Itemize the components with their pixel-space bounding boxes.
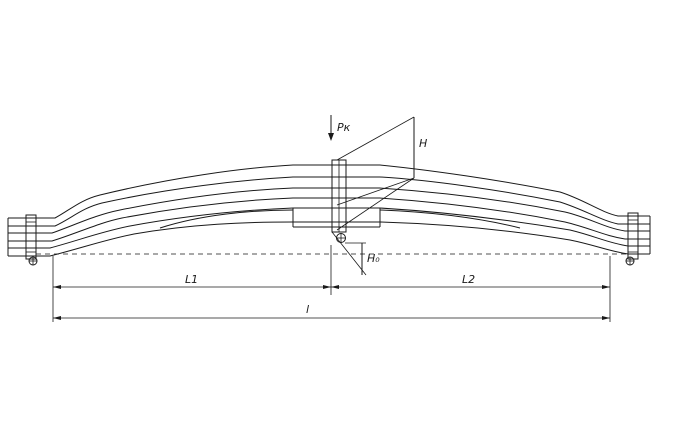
height-small-construction: H₀ bbox=[331, 231, 380, 276]
length-total-label: l bbox=[306, 303, 309, 316]
length-left-label: L1 bbox=[185, 273, 198, 286]
height-small-label: H₀ bbox=[367, 252, 380, 265]
left-end-clamp bbox=[7, 214, 38, 266]
load-arrow: Pк bbox=[328, 115, 351, 141]
main-leaf-top-edge bbox=[8, 164, 650, 219]
center-clamp bbox=[331, 159, 347, 243]
right-end-clamp bbox=[625, 212, 651, 266]
main-leaf-bottom-edge bbox=[8, 176, 650, 227]
dimension-l1-l2: L1 L2 bbox=[53, 273, 610, 289]
dimension-total: l bbox=[53, 303, 610, 320]
spring-leaves bbox=[8, 164, 650, 257]
height-label: H bbox=[419, 137, 427, 150]
left-clamp-plate bbox=[25, 214, 37, 260]
inner-leaf-left bbox=[159, 209, 294, 229]
second-leaf-top-edge bbox=[8, 187, 650, 234]
inner-leaf-right bbox=[379, 209, 521, 229]
height-construction: H bbox=[336, 116, 427, 231]
second-leaf-bottom-edge bbox=[8, 197, 650, 242]
right-clamp-plate bbox=[627, 212, 639, 260]
length-right-label: L2 bbox=[462, 273, 475, 286]
force-label: Pк bbox=[337, 121, 351, 134]
